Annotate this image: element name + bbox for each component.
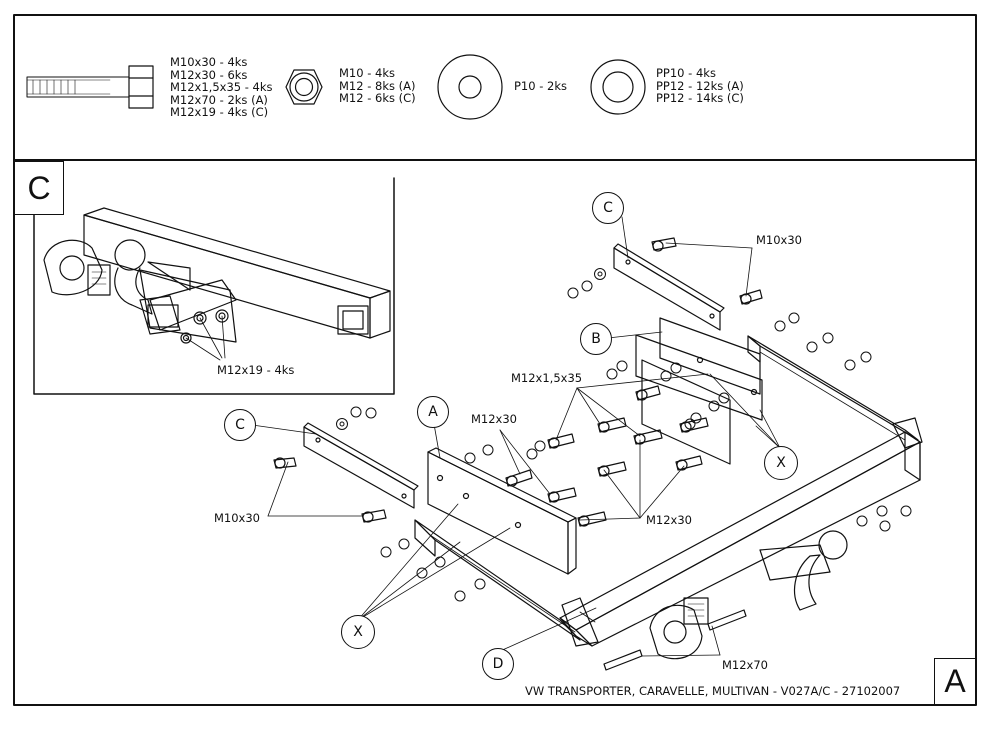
label-m12x1535: M12x1,5x35 — [511, 371, 583, 385]
nut-list: M10 - 4ks M12 - 8ks (A) M12 - 6ks (C) — [339, 67, 416, 105]
bolt-set — [273, 237, 763, 527]
main-view-letter: A — [934, 658, 976, 705]
label-m10x30-left: M10x30 — [214, 511, 260, 525]
detail-c-bolt-label: M12x19 - 4ks — [217, 363, 295, 377]
spring-washer-list-item: PP12 - 12ks (A) — [656, 78, 744, 93]
bolt-list: M10x30 - 4ks M12x30 - 6ks M12x1,5x35 - 4… — [170, 56, 273, 119]
nut-list-item: M12 - 6ks (C) — [339, 91, 416, 105]
callout-x-right: X — [764, 446, 798, 480]
bolt-list-item: M12x30 - 6ks — [170, 67, 248, 82]
bolt-list-item: M10x30 - 4ks — [170, 55, 248, 69]
bolt-list-item: M12x70 - 2ks (A) — [170, 92, 268, 107]
label-m12x30-upper: M12x30 — [471, 412, 517, 426]
callout-b: B — [580, 323, 612, 355]
label-m10x30-top: M10x30 — [756, 233, 802, 247]
flat-washer-label: P10 - 2ks — [514, 79, 567, 93]
detail-c-letter: C — [14, 161, 64, 215]
arm-right — [747, 335, 919, 441]
spring-washer-list-item: PP12 - 14ks (C) — [656, 91, 744, 105]
callout-a: A — [417, 396, 449, 428]
main-drawing — [251, 216, 923, 671]
callout-c-left: C — [224, 409, 256, 441]
spring-washer-list-item: PP10 - 4ks — [656, 66, 716, 80]
fastener-set — [336, 268, 912, 602]
label-m12x70: M12x70 — [722, 658, 768, 672]
spring-washer-list: PP10 - 4ks PP12 - 12ks (A) PP12 - 14ks (… — [656, 67, 744, 105]
outer-frame — [13, 14, 977, 706]
leader-lines — [251, 216, 781, 657]
bolt-icon — [26, 65, 154, 109]
nut-icon — [285, 69, 323, 105]
detail-c-frame — [33, 172, 395, 395]
nut-list-item: M10 - 4ks — [339, 66, 395, 80]
plate-a — [427, 451, 569, 575]
spring-washer-icon — [590, 59, 646, 115]
callout-d: D — [482, 648, 514, 680]
plate-b — [635, 334, 763, 421]
flat-washer-icon — [437, 54, 503, 120]
nut-list-item: M12 - 8ks (A) — [339, 78, 416, 93]
detail-c-drawing — [43, 207, 391, 361]
bolt-list-item: M12x1,5x35 - 4ks — [170, 80, 273, 94]
drawing-title: VW TRANSPORTER, CARAVELLE, MULTIVAN - V0… — [525, 684, 901, 698]
callout-x-left: X — [341, 615, 375, 649]
bolt-list-item: M12x19 - 4ks (C) — [170, 105, 269, 119]
plate-c-left — [303, 426, 415, 509]
callout-c-top: C — [592, 192, 624, 224]
crossbar — [559, 431, 921, 631]
label-m12x30-lower: M12x30 — [646, 513, 692, 527]
